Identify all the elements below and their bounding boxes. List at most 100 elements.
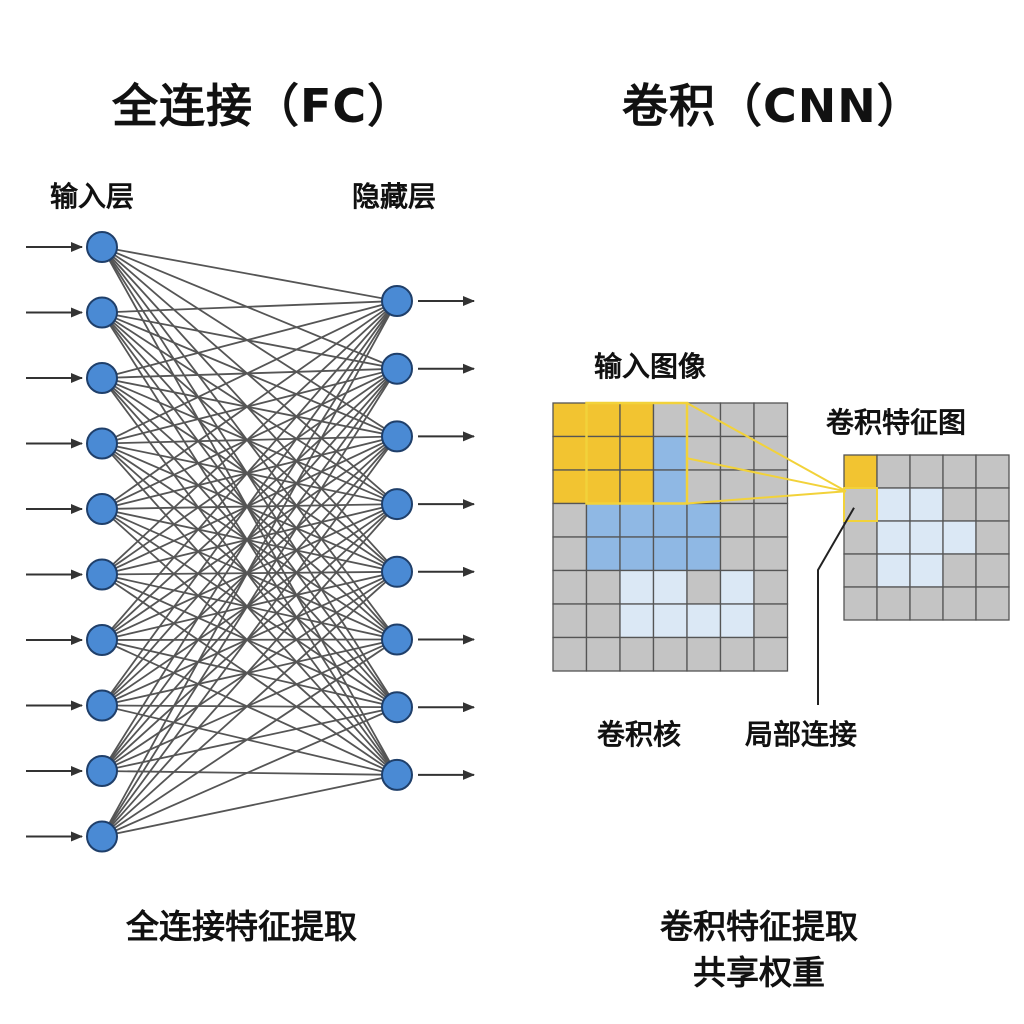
feature-map-cell — [942, 520, 977, 555]
input-image-cell — [552, 603, 588, 639]
input-image-cell — [686, 502, 722, 538]
input-node — [86, 689, 118, 722]
feature-map-cell — [876, 586, 911, 621]
feature-map-cell — [942, 487, 977, 522]
input-image-cell — [585, 435, 621, 471]
feature-map-cell — [909, 520, 944, 555]
fc-edge — [101, 435, 398, 510]
feature-target-outline — [843, 487, 878, 522]
feature-map-cell — [843, 520, 878, 555]
fc-edges — [101, 246, 398, 838]
fc-edge — [101, 508, 398, 776]
hidden-node — [381, 420, 413, 453]
hidden-node — [381, 285, 413, 317]
input-image-cell — [652, 603, 688, 639]
input-node — [86, 362, 118, 394]
fc-edge — [101, 638, 398, 707]
input-image-cell — [585, 502, 621, 538]
fc-edge — [101, 704, 398, 709]
feature-map-cell — [975, 487, 1010, 522]
fc-edge — [101, 706, 398, 772]
input-image-cell — [585, 569, 621, 605]
input-image-cell — [552, 502, 588, 538]
fc-edge — [101, 311, 398, 641]
input-image-cell — [585, 536, 621, 572]
fc-nodes — [86, 231, 413, 853]
input-image-cell — [619, 502, 655, 538]
input-image-cell — [753, 402, 789, 438]
fc-edge — [101, 570, 398, 641]
feature-map-label: 卷积特征图 — [826, 406, 967, 439]
fc-edge — [101, 639, 398, 709]
input-node — [86, 296, 118, 329]
feature-map-cell — [876, 454, 911, 489]
fc-edge — [101, 508, 398, 708]
input-image-cell — [619, 636, 655, 672]
input-image-cell — [719, 536, 755, 572]
fc-edge — [101, 311, 398, 438]
input-image-cell — [552, 469, 588, 505]
input-image-cell — [585, 603, 621, 639]
cnn-caption-line1: 卷积特征提取 — [660, 907, 858, 946]
feature-map-cell — [909, 553, 944, 588]
input-image-cell — [753, 636, 789, 672]
feature-map-cell — [909, 586, 944, 621]
fc-edge — [101, 377, 398, 505]
projection-line — [686, 490, 847, 505]
input-image-cell — [585, 469, 621, 505]
feature-map-cell — [975, 553, 1010, 588]
input-image-cell — [652, 502, 688, 538]
input-image-cell — [619, 536, 655, 572]
cnn-caption: 卷积特征提取 共享权重 — [660, 904, 858, 996]
input-image-cell — [552, 435, 588, 471]
input-image-cell — [652, 435, 688, 471]
fc-edge — [101, 704, 398, 776]
fc-edge — [101, 571, 398, 838]
feature-map-cell — [876, 553, 911, 588]
input-image-cell — [719, 435, 755, 471]
fc-edge — [101, 246, 398, 573]
fc-arrows — [26, 242, 475, 842]
fc-edge — [101, 774, 398, 838]
local-connection-pointer — [817, 507, 855, 705]
fc-edge — [101, 573, 398, 641]
kernel-outline — [585, 401, 689, 505]
hidden-node — [381, 352, 413, 385]
input-layer-label: 输入层 — [50, 180, 135, 213]
projection-line — [686, 402, 847, 493]
feature-map-cell — [843, 586, 878, 621]
feature-map-cell — [975, 454, 1010, 489]
feature-map-cell — [909, 454, 944, 489]
feature-map-cell — [975, 586, 1010, 621]
feature-map-grid — [843, 454, 1010, 621]
fc-edge — [101, 570, 398, 576]
input-image-cell — [619, 402, 655, 438]
fc-edge — [101, 246, 398, 438]
fc-edge — [101, 300, 398, 707]
projection-line — [686, 457, 847, 493]
fc-edge — [101, 706, 398, 838]
fc-edge — [101, 377, 398, 708]
input-image-cell — [619, 569, 655, 605]
fc-edge — [101, 300, 398, 837]
input-image-cell — [719, 569, 755, 605]
kernel-projection-lines — [585, 401, 878, 705]
feature-map-cell — [942, 454, 977, 489]
fc-edge — [101, 368, 398, 837]
hidden-node — [381, 691, 413, 724]
input-image-cell — [686, 603, 722, 639]
fc-edge — [101, 311, 398, 370]
input-node — [86, 231, 118, 263]
input-image-cell — [753, 603, 789, 639]
fc-edge — [101, 377, 398, 641]
feature-map-cell — [975, 520, 1010, 555]
input-image-label: 输入图像 — [594, 350, 707, 383]
input-node — [86, 820, 118, 853]
fc-edge — [101, 442, 398, 776]
fc-edge — [101, 300, 398, 314]
feature-map-cell — [843, 553, 878, 588]
hidden-node — [381, 488, 413, 521]
cnn-caption-line2: 共享权重 — [693, 953, 825, 992]
fc-caption-text: 全连接特征提取 — [126, 907, 357, 946]
